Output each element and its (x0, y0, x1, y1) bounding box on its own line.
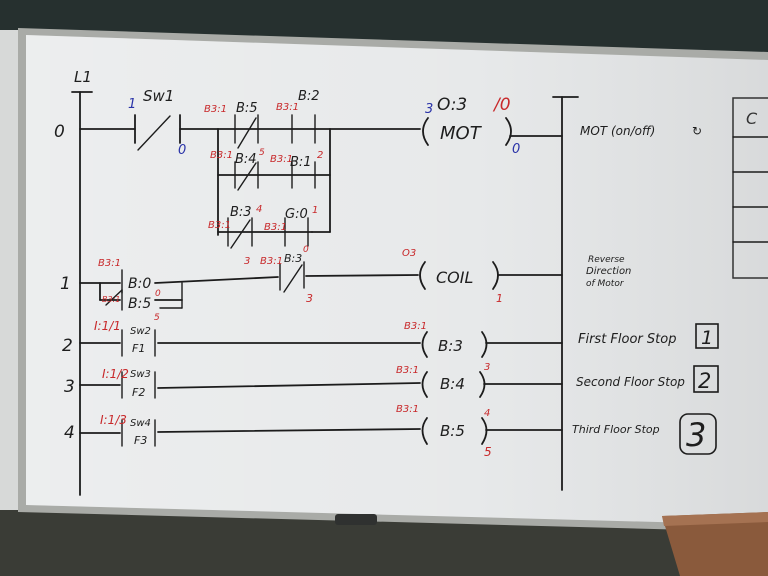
rung-2-number: 2 (62, 336, 73, 356)
coil-addr-r1: O3 (402, 248, 416, 259)
reverse-note-3: of Motor (586, 279, 625, 289)
coil-label-r1: COIL (436, 268, 473, 287)
b0-side: 0 (155, 289, 161, 299)
sw3-addr: I:1/2 (102, 367, 129, 381)
contact-b5-name: B:5 (236, 101, 258, 116)
coil-mot-label: MOT (440, 123, 483, 144)
coil-mot-addr: O:3 (437, 95, 467, 115)
left-board-edge (0, 30, 22, 510)
coil-mot-out-label: 0 (512, 142, 520, 157)
rung-3-number: 3 (64, 377, 75, 397)
desk (662, 512, 768, 576)
b0-addr: B3:1 (98, 258, 121, 269)
floor-2-box (693, 365, 719, 393)
contact-b1-addr: B3:1 (270, 154, 293, 165)
rail-left-label: L1 (74, 68, 92, 86)
mid-name: B:3 (284, 252, 302, 265)
contact-b5-addr: B3:1 (204, 104, 227, 115)
floor-1-box (695, 323, 719, 349)
coil-b5-right: 4 (484, 408, 490, 419)
coil-b4-right: 3 (484, 362, 490, 373)
contact-b0-name: B:0 (128, 276, 151, 292)
coil-b3-addr: B3:1 (404, 321, 427, 332)
sw1-out-label: 0 (178, 143, 186, 158)
floor-3-box-label: 3 (686, 416, 706, 454)
rung-1 (79, 261, 563, 311)
reverse-note-1: Reverse (588, 255, 625, 265)
rung-3 (79, 371, 563, 399)
third-floor-note: Third Floor Stop (572, 423, 660, 436)
mid-addr: B3:1 (260, 256, 283, 267)
contact-g0-side: 1 (312, 205, 318, 216)
sw4-label: Sw4 (130, 418, 151, 429)
refresh-icon: ↻ (692, 124, 702, 138)
mid-right-label: 0 (303, 245, 309, 255)
contact-b5-name-r1: B:5 (128, 296, 151, 312)
contact-b3-side: 4 (256, 204, 262, 215)
rung-2 (79, 329, 563, 358)
contact-g0-addr: B3:1 (264, 222, 287, 233)
coil-b5-addr: B3:1 (396, 404, 419, 415)
contact-b2-addr: B3:1 (276, 102, 299, 113)
contact-b3-addr: B3:1 (208, 220, 231, 231)
coil-b5-label: B:5 (440, 422, 465, 440)
contact-b4-name: B:4 (235, 152, 257, 167)
contact-b2-name: B:2 (298, 89, 320, 104)
coil-b4-addr: B3:1 (396, 365, 419, 376)
rung-0 (79, 114, 563, 249)
sw2-sub: F1 (132, 342, 145, 355)
sw2-addr: I:1/1 (94, 319, 121, 333)
contact-b4-addr: B3:1 (210, 150, 233, 161)
sw1-label: Sw1 (143, 87, 174, 105)
sw1-in-label: 1 (128, 97, 136, 112)
side-table (732, 97, 768, 279)
coil-out-r1: 1 (496, 292, 503, 305)
sw4-addr: I:1/3 (100, 413, 127, 427)
eraser (335, 514, 377, 525)
reverse-note-2: Direction (586, 266, 631, 277)
floor-3-box (679, 413, 717, 455)
coil-mot-in-label: 3 (425, 102, 433, 117)
contact-b1-name: B:1 (290, 155, 312, 170)
rung-0-number: 0 (54, 122, 65, 142)
sw2-label: Sw2 (130, 326, 151, 337)
ladder-rails (71, 91, 579, 496)
contact-b4-side: 5 (259, 148, 265, 158)
contact-b3-name: B:3 (230, 205, 252, 220)
sw3-label: Sw3 (130, 369, 151, 380)
floor-2-box-label: 2 (698, 369, 711, 393)
svg-text:C: C (746, 109, 758, 128)
mid-bottom-label: 3 (306, 292, 313, 305)
contact-b1-side: 2 (317, 150, 323, 161)
mot-note: MOT (on/off) (580, 124, 655, 138)
coil-b4-label: B:4 (440, 375, 465, 393)
second-floor-note: Second Floor Stop (576, 375, 685, 389)
coil-b3-label: B:3 (438, 337, 463, 355)
rung-4-number: 4 (64, 423, 75, 443)
coil-mot-addr-red: /0 (492, 95, 511, 115)
floor-1-box-label: 1 (701, 327, 713, 349)
contact-g0-name: G:0 (285, 207, 308, 222)
b5-side: 5 (154, 313, 160, 323)
sw3-sub: F2 (132, 386, 145, 399)
first-floor-note: First Floor Stop (578, 332, 676, 347)
b5-addr: B3:1 (102, 295, 120, 304)
mid-top-label: 3 (244, 256, 250, 267)
coil-b5-out: 5 (484, 445, 492, 459)
sw4-sub: F3 (134, 434, 147, 447)
rung-4 (79, 417, 563, 447)
rung-1-number: 1 (60, 274, 71, 294)
